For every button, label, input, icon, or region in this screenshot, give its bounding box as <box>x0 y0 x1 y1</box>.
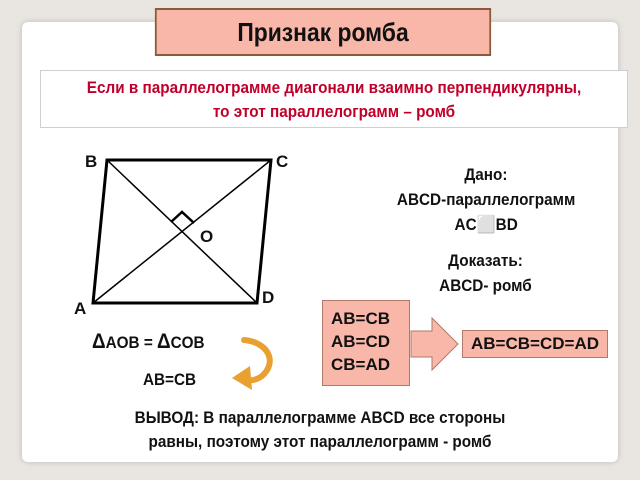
delta-symbol-1: Δ <box>92 330 106 353</box>
point-label-c: C <box>276 152 289 171</box>
point-label-d: D <box>262 288 275 307</box>
delta-symbol-2: Δ <box>157 330 171 353</box>
prove-block: Доказать: ABCD- ромб <box>415 248 555 298</box>
right-angle-marker <box>170 210 195 224</box>
equalities-box: AB=CB AB=CD CB=AD <box>322 300 410 386</box>
diagonal-bd <box>106 159 258 304</box>
result-box: AB=CB=CD=AD <box>462 330 608 358</box>
equality-2: AB=CD <box>331 332 391 351</box>
given-line-2: AC⬜BD <box>454 215 518 234</box>
triangle-cob: COB <box>170 333 205 352</box>
slide-title-text: Признак ромба <box>237 16 409 47</box>
given-line-1: ABCD-параллелограмм <box>396 190 576 209</box>
ab-cb-text: AB=CB <box>142 370 197 389</box>
point-label-o: O <box>200 227 214 246</box>
prove-line-1: ABCD- ромб <box>438 276 532 295</box>
result-text: AB=CB=CD=AD <box>471 334 599 353</box>
prove-heading: Доказать: <box>447 251 523 270</box>
given-block: Дано: ABCD-параллелограмм AC⬜BD <box>380 162 592 237</box>
point-label-a: A <box>74 299 87 318</box>
theorem-line-2: то этот параллелограмм – ромб <box>212 102 456 121</box>
slide-title: Признак ромба <box>154 8 492 56</box>
curved-arrow-head <box>232 366 252 390</box>
theorem-line-1: Если в параллелограмме диагонали взаимно… <box>86 78 582 97</box>
triangle-aob: AOB = <box>105 333 158 352</box>
equality-1: AB=CB <box>331 309 391 328</box>
conclusion-line-2: равны, поэтому этот параллелограмм - ром… <box>148 432 492 451</box>
equality-3: CB=AD <box>331 355 391 374</box>
theorem-statement: Если в параллелограмме диагонали взаимно… <box>40 70 628 128</box>
point-label-b: B <box>85 152 98 171</box>
result-arrow <box>410 316 459 372</box>
conclusion: ВЫВОД: В параллелограмме ABCD все сторон… <box>70 400 570 458</box>
ab-cb-statement: AB=CB <box>140 370 199 390</box>
triangles-equal: ΔAOB = ΔCOB <box>92 330 217 354</box>
given-heading: Дано: <box>464 165 508 184</box>
conclusion-line-1: ВЫВОД: В параллелограмме ABCD все сторон… <box>134 408 506 427</box>
